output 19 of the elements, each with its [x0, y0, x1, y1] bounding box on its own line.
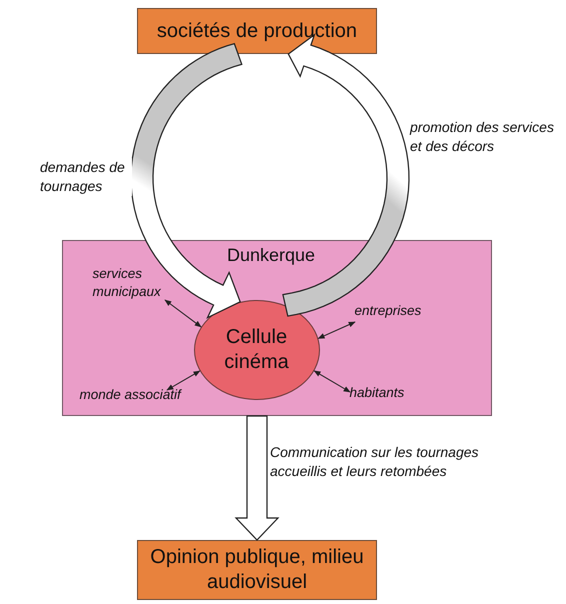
region-title: Dunkerque [226, 245, 316, 266]
double-arrow [318, 322, 356, 339]
stakeholder-label: entreprises [354, 302, 422, 320]
region-panel [62, 240, 492, 416]
process-box [137, 8, 377, 54]
process-box [137, 540, 377, 600]
double-arrow [314, 370, 351, 392]
node-label: Opinion publique, milieu audiovisuel [149, 545, 365, 595]
stakeholder-label: habitants [350, 384, 406, 402]
block-arrow [282, 33, 410, 317]
block-arrow [130, 42, 243, 319]
double-arrow [166, 370, 200, 390]
stakeholder-label: monde associatif [80, 386, 183, 404]
block-arrow [234, 415, 280, 541]
node-label: sociétés de production [156, 18, 358, 44]
node-label: Cellule cinéma [223, 324, 290, 374]
double-arrow [164, 300, 202, 328]
stakeholder-label: services municipaux [92, 264, 162, 300]
edge-label: demandes de tournages [40, 158, 132, 196]
